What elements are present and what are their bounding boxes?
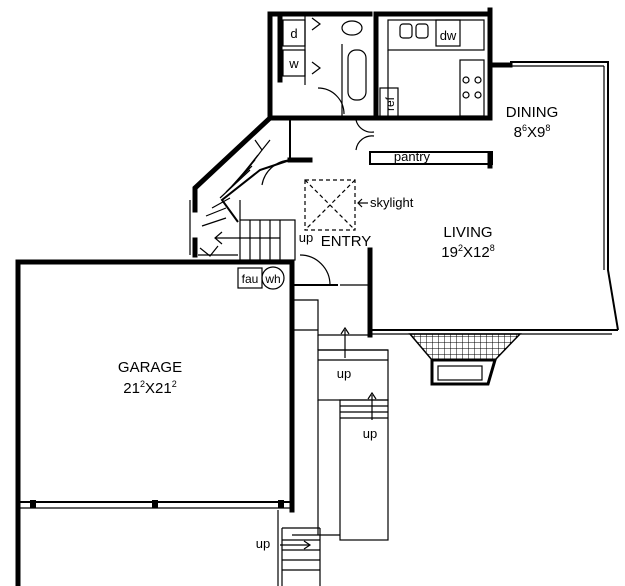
dryer-label: d xyxy=(290,26,297,41)
entry-name: ENTRY xyxy=(321,233,372,250)
garage: fau wh xyxy=(15,259,295,586)
fireplace-hearth xyxy=(408,333,522,386)
garage-dimensions: 212X212 xyxy=(123,379,176,397)
dishwasher-label: dw xyxy=(440,28,457,43)
porch-up-label-2: up xyxy=(363,426,377,441)
dining-name: DINING xyxy=(506,104,559,121)
water-heater-label: wh xyxy=(264,272,280,286)
entry-stair-up-label: up xyxy=(299,230,313,245)
pantry-label: pantry xyxy=(394,149,431,164)
walk-up-label: up xyxy=(256,536,270,551)
dining-dimensions: 86X98 xyxy=(514,123,551,141)
living-dimensions: 192X128 xyxy=(441,243,494,261)
garage-name: GARAGE xyxy=(118,359,182,376)
skylight xyxy=(304,179,368,231)
skylight-label: skylight xyxy=(370,195,414,210)
refrigerator-label: ref xyxy=(383,96,397,111)
pantry-shelf xyxy=(369,151,493,165)
main-stair xyxy=(192,114,313,261)
porch-steps xyxy=(277,299,389,586)
furnace-label: fau xyxy=(242,272,259,286)
living-name: LIVING xyxy=(443,224,492,241)
porch-up-label-1: up xyxy=(337,366,351,381)
washer-label: w xyxy=(288,56,299,71)
water-heater-circle xyxy=(261,266,285,290)
upper-walls: d w dw ref xyxy=(267,7,513,151)
living-dining-walls xyxy=(370,61,619,335)
